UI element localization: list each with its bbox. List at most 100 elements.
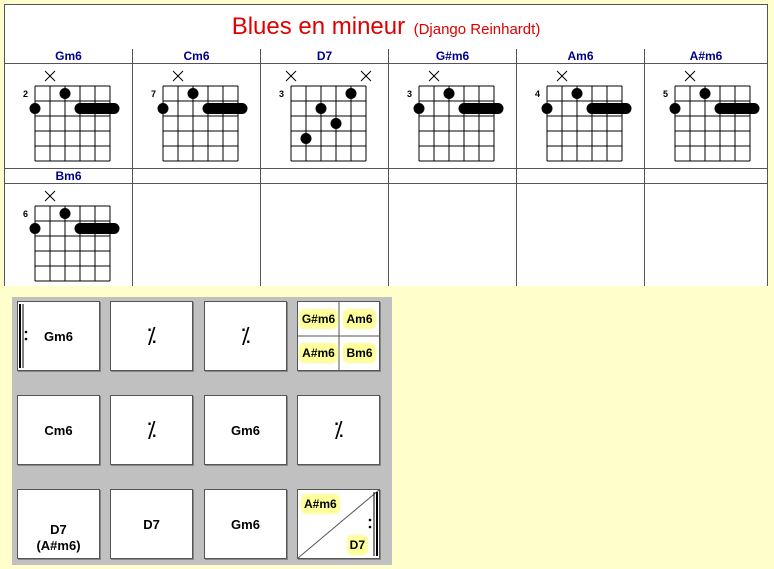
chord-name: A#m6 bbox=[689, 49, 723, 63]
chord-diagram-grid bbox=[34, 85, 111, 162]
chord-diagram-cell bbox=[645, 184, 767, 286]
muted-string-marker bbox=[556, 70, 568, 82]
muted-string-marker bbox=[360, 70, 372, 82]
bar-chord-label: D7 bbox=[50, 522, 67, 537]
chord-diagram: 7 bbox=[151, 70, 248, 162]
finger-dot bbox=[59, 88, 71, 99]
finger-dot bbox=[345, 88, 357, 99]
chord-diagram-cell: 2 bbox=[5, 64, 133, 169]
chord-diagram: 3 bbox=[407, 70, 504, 162]
split-chord-bottom: D7 bbox=[347, 536, 367, 554]
chord-diagram-grid bbox=[34, 205, 111, 282]
chord-diagram: 2 bbox=[23, 70, 120, 162]
grid-bar[interactable]: Cm6 bbox=[17, 395, 100, 465]
bar-chord-label: Gm6 bbox=[44, 328, 73, 344]
fret-number: 7 bbox=[151, 89, 156, 99]
chord-name-cell: A#m6 bbox=[645, 49, 767, 64]
muted-string-marker bbox=[44, 190, 56, 202]
grid-bar[interactable]: ⁒ bbox=[204, 301, 287, 371]
chord-diagram-cell: 4 bbox=[517, 64, 645, 169]
finger-dot bbox=[541, 103, 553, 114]
finger-dot bbox=[413, 103, 425, 114]
fret-number: 5 bbox=[663, 89, 668, 99]
chord-name: Am6 bbox=[567, 49, 594, 63]
finger-dot bbox=[29, 223, 41, 234]
grid-bar[interactable]: D7(A#m6) bbox=[17, 489, 100, 559]
chord-diagram: 4 bbox=[535, 70, 632, 162]
chord-diagram-grid bbox=[418, 85, 495, 162]
chord-diagram-grid bbox=[162, 85, 239, 162]
title-subtitle: (Django Reinhardt) bbox=[413, 21, 541, 38]
chord-name-cell: Cm6 bbox=[133, 49, 261, 64]
quad-chord-label: Am6 bbox=[344, 310, 375, 328]
bar-chord-label: Gm6 bbox=[231, 422, 260, 438]
bar-chord-label: Cm6 bbox=[44, 422, 73, 438]
finger-dot bbox=[330, 118, 342, 129]
repeat-bar-symbol: ⁒ bbox=[333, 417, 344, 442]
chord-name: G#m6 bbox=[435, 49, 470, 63]
finger-dot bbox=[443, 88, 455, 99]
repeat-bar-symbol: ⁒ bbox=[240, 323, 251, 348]
quad-dividers bbox=[298, 302, 379, 370]
chord-diagram-cell: 5 bbox=[645, 64, 767, 169]
chord-name-cell bbox=[645, 169, 767, 184]
quad-chord-label: Bm6 bbox=[344, 344, 375, 362]
repeat-start-sign bbox=[19, 304, 28, 368]
chord-diagram-cell: 3 bbox=[389, 64, 517, 169]
chord-diagram: 6 bbox=[23, 190, 120, 282]
chord-diagram-cell: 7 bbox=[133, 64, 261, 169]
finger-dot bbox=[187, 88, 199, 99]
muted-string-marker bbox=[285, 70, 297, 82]
chord-diagram: 3 bbox=[279, 70, 372, 162]
fret-number: 6 bbox=[23, 209, 28, 219]
bar-chord-label: D7 bbox=[143, 516, 160, 532]
chord-name: Cm6 bbox=[183, 49, 210, 63]
fret-number: 4 bbox=[535, 89, 540, 99]
grid-bar[interactable]: ⁒ bbox=[297, 395, 380, 465]
bar-chord-alt-label: (A#m6) bbox=[36, 538, 81, 553]
chord-name: D7 bbox=[316, 49, 333, 63]
split-diagonal bbox=[298, 490, 379, 558]
finger-dot bbox=[300, 133, 312, 144]
grid-bar[interactable]: Gm6 bbox=[17, 301, 100, 371]
quad-chord-label: G#m6 bbox=[299, 310, 338, 328]
finger-dot bbox=[315, 103, 327, 114]
finger-dot bbox=[699, 88, 711, 99]
chord-diagram-cell bbox=[517, 184, 645, 286]
chord-diagram-cell bbox=[261, 184, 389, 286]
title-main: Blues en mineur bbox=[231, 13, 406, 40]
finger-dot bbox=[571, 88, 583, 99]
grid-bar[interactable]: D7 bbox=[110, 489, 193, 559]
muted-string-marker bbox=[44, 70, 56, 82]
chord-diagram-cell bbox=[389, 184, 517, 286]
quad-chord-label: A#m6 bbox=[300, 344, 337, 362]
fret-number: 3 bbox=[279, 89, 284, 99]
chord-name-cell: G#m6 bbox=[389, 49, 517, 64]
chord-diagram-grid bbox=[546, 85, 623, 162]
grid-bar[interactable]: Gm6 bbox=[204, 395, 287, 465]
grid-bar[interactable]: ⁒ bbox=[110, 395, 193, 465]
muted-string-marker bbox=[172, 70, 184, 82]
chord-name-cell: Am6 bbox=[517, 49, 645, 64]
grid-bar[interactable]: ⁒ bbox=[110, 301, 193, 371]
finger-dot bbox=[29, 103, 41, 114]
chord-name-cell: D7 bbox=[261, 49, 389, 64]
fret-number: 3 bbox=[407, 89, 412, 99]
chord-diagram-cell: 6 bbox=[5, 184, 133, 286]
chord-name: Gm6 bbox=[55, 49, 82, 63]
finger-dot bbox=[59, 208, 71, 219]
fret-number: 2 bbox=[23, 89, 28, 99]
chord-name-cell bbox=[261, 169, 389, 184]
chord-name-cell: Bm6 bbox=[5, 169, 133, 184]
chord-name-cell bbox=[133, 169, 261, 184]
song-title: Blues en mineur (Django Reinhardt) bbox=[5, 5, 767, 50]
chord-diagram-cell bbox=[133, 184, 261, 286]
chord-diagram-grid bbox=[674, 85, 751, 162]
grid-bar[interactable]: Gm6 bbox=[204, 489, 287, 559]
chord-name-cell bbox=[389, 169, 517, 184]
muted-string-marker bbox=[428, 70, 440, 82]
finger-dot bbox=[669, 103, 681, 114]
